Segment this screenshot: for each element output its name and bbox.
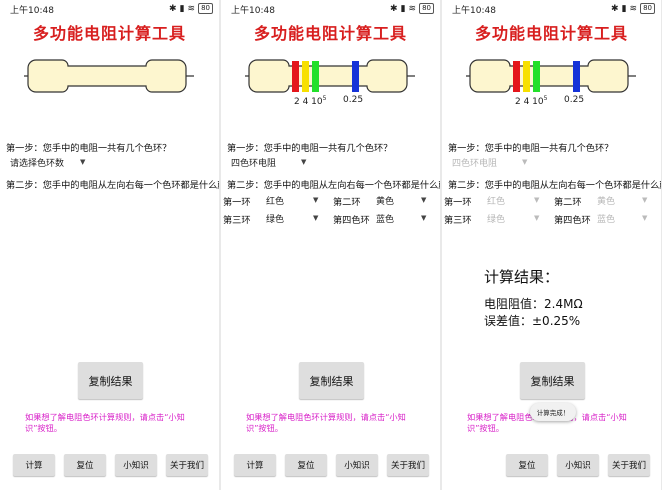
reset-button[interactable]: 复位	[285, 454, 327, 476]
step2-label: 第二步：您手中的电阻从左向右每一个色环都是什么颜	[6, 180, 219, 191]
band2-select[interactable]: 黄色	[376, 197, 395, 207]
calculate-button[interactable]: 计算	[234, 454, 276, 476]
battery-icon: 80	[198, 3, 213, 14]
band2-label: 第二环	[333, 197, 361, 208]
band-4	[573, 61, 580, 92]
app-title: 多功能电阻计算工具	[474, 24, 628, 43]
bluetooth-icon: ✱	[390, 3, 398, 14]
band-1	[513, 61, 520, 92]
battery-icon: 80	[419, 3, 434, 14]
copy-result-button[interactable]: 复制结果	[78, 362, 143, 399]
band1-label: 第一环	[444, 197, 472, 208]
knowledge-button[interactable]: 小知识	[336, 454, 378, 476]
band-1	[292, 61, 299, 92]
signal-icon: ▮	[179, 3, 185, 14]
step2-label: 第二步：您手中的电阻从左向右每一个色环都是什么颜	[227, 180, 440, 191]
status-time: 上午10:48	[231, 6, 275, 16]
status-bar: 上午10:48 ✱ ▮ ≋ 80	[0, 0, 219, 17]
screen-selected: 上午10:48 ✱ ▮ ≋ 80 多功能电阻计算工具 2 4 105 0.25 …	[221, 0, 440, 490]
app-title: 多功能电阻计算工具	[253, 24, 407, 43]
hint-text: 如果想了解电阻色环计算规则，请点击“小知识”按钮。	[25, 412, 185, 433]
step2-label: 第二步：您手中的电阻从左向右每一个色环都是什么颜	[448, 180, 661, 191]
band3-select[interactable]: 绿色	[266, 215, 285, 225]
signal-icon: ▮	[621, 3, 627, 14]
screen-result: 上午10:48 ✱ ▮ ≋ 80 多功能电阻计算工具 2 4 105 0.25 …	[442, 0, 661, 490]
step1-label: 第一步：您手中的电阻一共有几个色环？	[448, 143, 614, 154]
status-time: 上午10:48	[10, 6, 54, 16]
knowledge-button[interactable]: 小知识	[557, 454, 599, 476]
status-bar: 上午10:48 ✱ ▮ ≋ 80	[221, 0, 440, 17]
dropdown-caret-icon: ▼	[642, 214, 648, 222]
band3-select[interactable]: 绿色	[487, 215, 506, 225]
hint-text: 如果想了解电阻色环计算规则，请点击“小知识”按钮。	[246, 412, 406, 433]
bluetooth-icon: ✱	[169, 3, 177, 14]
resistance-value: 电阻阻值：2.4MΩ	[484, 297, 583, 311]
copy-result-button[interactable]: 复制结果	[299, 362, 364, 399]
band-value-caption: 2 4 105	[294, 95, 327, 107]
reset-button[interactable]: 复位	[506, 454, 548, 476]
band3-label: 第三环	[444, 215, 472, 226]
band-value-caption: 2 4 105	[515, 95, 548, 107]
result-title: 计算结果：	[484, 268, 560, 286]
band4-select[interactable]: 蓝色	[376, 215, 395, 225]
band-4	[352, 61, 359, 92]
about-button[interactable]: 关于我们	[387, 454, 429, 476]
dropdown-caret-icon: ▼	[313, 196, 319, 204]
band-3	[533, 61, 540, 92]
copy-result-button[interactable]: 复制结果	[520, 362, 585, 399]
band1-select[interactable]: 红色	[266, 197, 285, 207]
wifi-icon: ≋	[408, 3, 417, 14]
dropdown-caret-icon: ▼	[421, 196, 427, 204]
band2-select[interactable]: 黄色	[597, 197, 616, 207]
band-2	[523, 61, 530, 92]
tolerance-value: 误差值：±0.25%	[484, 314, 581, 328]
band3-label: 第三环	[223, 215, 251, 226]
tolerance-caption: 0.25	[564, 95, 585, 105]
band4-select[interactable]: 蓝色	[597, 215, 616, 225]
band2-label: 第二环	[554, 197, 582, 208]
dropdown-caret-icon: ▼	[534, 214, 540, 222]
dropdown-caret-icon: ▼	[522, 158, 528, 166]
status-time: 上午10:48	[452, 6, 496, 16]
dropdown-caret-icon: ▼	[534, 196, 540, 204]
band-2	[302, 61, 309, 92]
dropdown-caret-icon: ▼	[421, 214, 427, 222]
step1-label: 第一步：您手中的电阻一共有几个色环？	[227, 143, 393, 154]
dropdown-caret-icon: ▼	[313, 214, 319, 222]
wifi-icon: ≋	[187, 3, 196, 14]
app-title: 多功能电阻计算工具	[32, 24, 186, 43]
band4-label: 第四色环	[333, 215, 370, 226]
dropdown-caret-icon: ▼	[80, 158, 86, 166]
reset-button[interactable]: 复位	[64, 454, 106, 476]
band1-label: 第一环	[223, 197, 251, 208]
resistor-image	[466, 46, 636, 106]
band-count-select[interactable]: 四色环电阻	[452, 159, 498, 169]
about-button[interactable]: 关于我们	[608, 454, 650, 476]
bluetooth-icon: ✱	[611, 3, 619, 14]
tolerance-caption: 0.25	[343, 95, 364, 105]
band4-label: 第四色环	[554, 215, 591, 226]
band-count-select[interactable]: 四色环电阻	[231, 159, 277, 169]
knowledge-button[interactable]: 小知识	[115, 454, 157, 476]
resistor-image	[245, 46, 415, 106]
band-count-select[interactable]: 请选择色环数	[10, 159, 65, 169]
wifi-icon: ≋	[629, 3, 638, 14]
step1-label: 第一步：您手中的电阻一共有几个色环？	[6, 143, 172, 154]
battery-icon: 80	[640, 3, 655, 14]
toast-message: 计算完成！	[530, 403, 576, 421]
calculate-button[interactable]: 计算	[13, 454, 55, 476]
signal-icon: ▮	[400, 3, 406, 14]
resistor-image	[24, 46, 194, 106]
dropdown-caret-icon: ▼	[301, 158, 307, 166]
band1-select[interactable]: 红色	[487, 197, 506, 207]
about-button[interactable]: 关于我们	[166, 454, 208, 476]
band-3	[312, 61, 319, 92]
status-bar: 上午10:48 ✱ ▮ ≋ 80	[442, 0, 661, 17]
screen-initial: 上午10:48 ✱ ▮ ≋ 80 多功能电阻计算工具 第一步：您手中的电阻一共有…	[0, 0, 219, 490]
dropdown-caret-icon: ▼	[642, 196, 648, 204]
